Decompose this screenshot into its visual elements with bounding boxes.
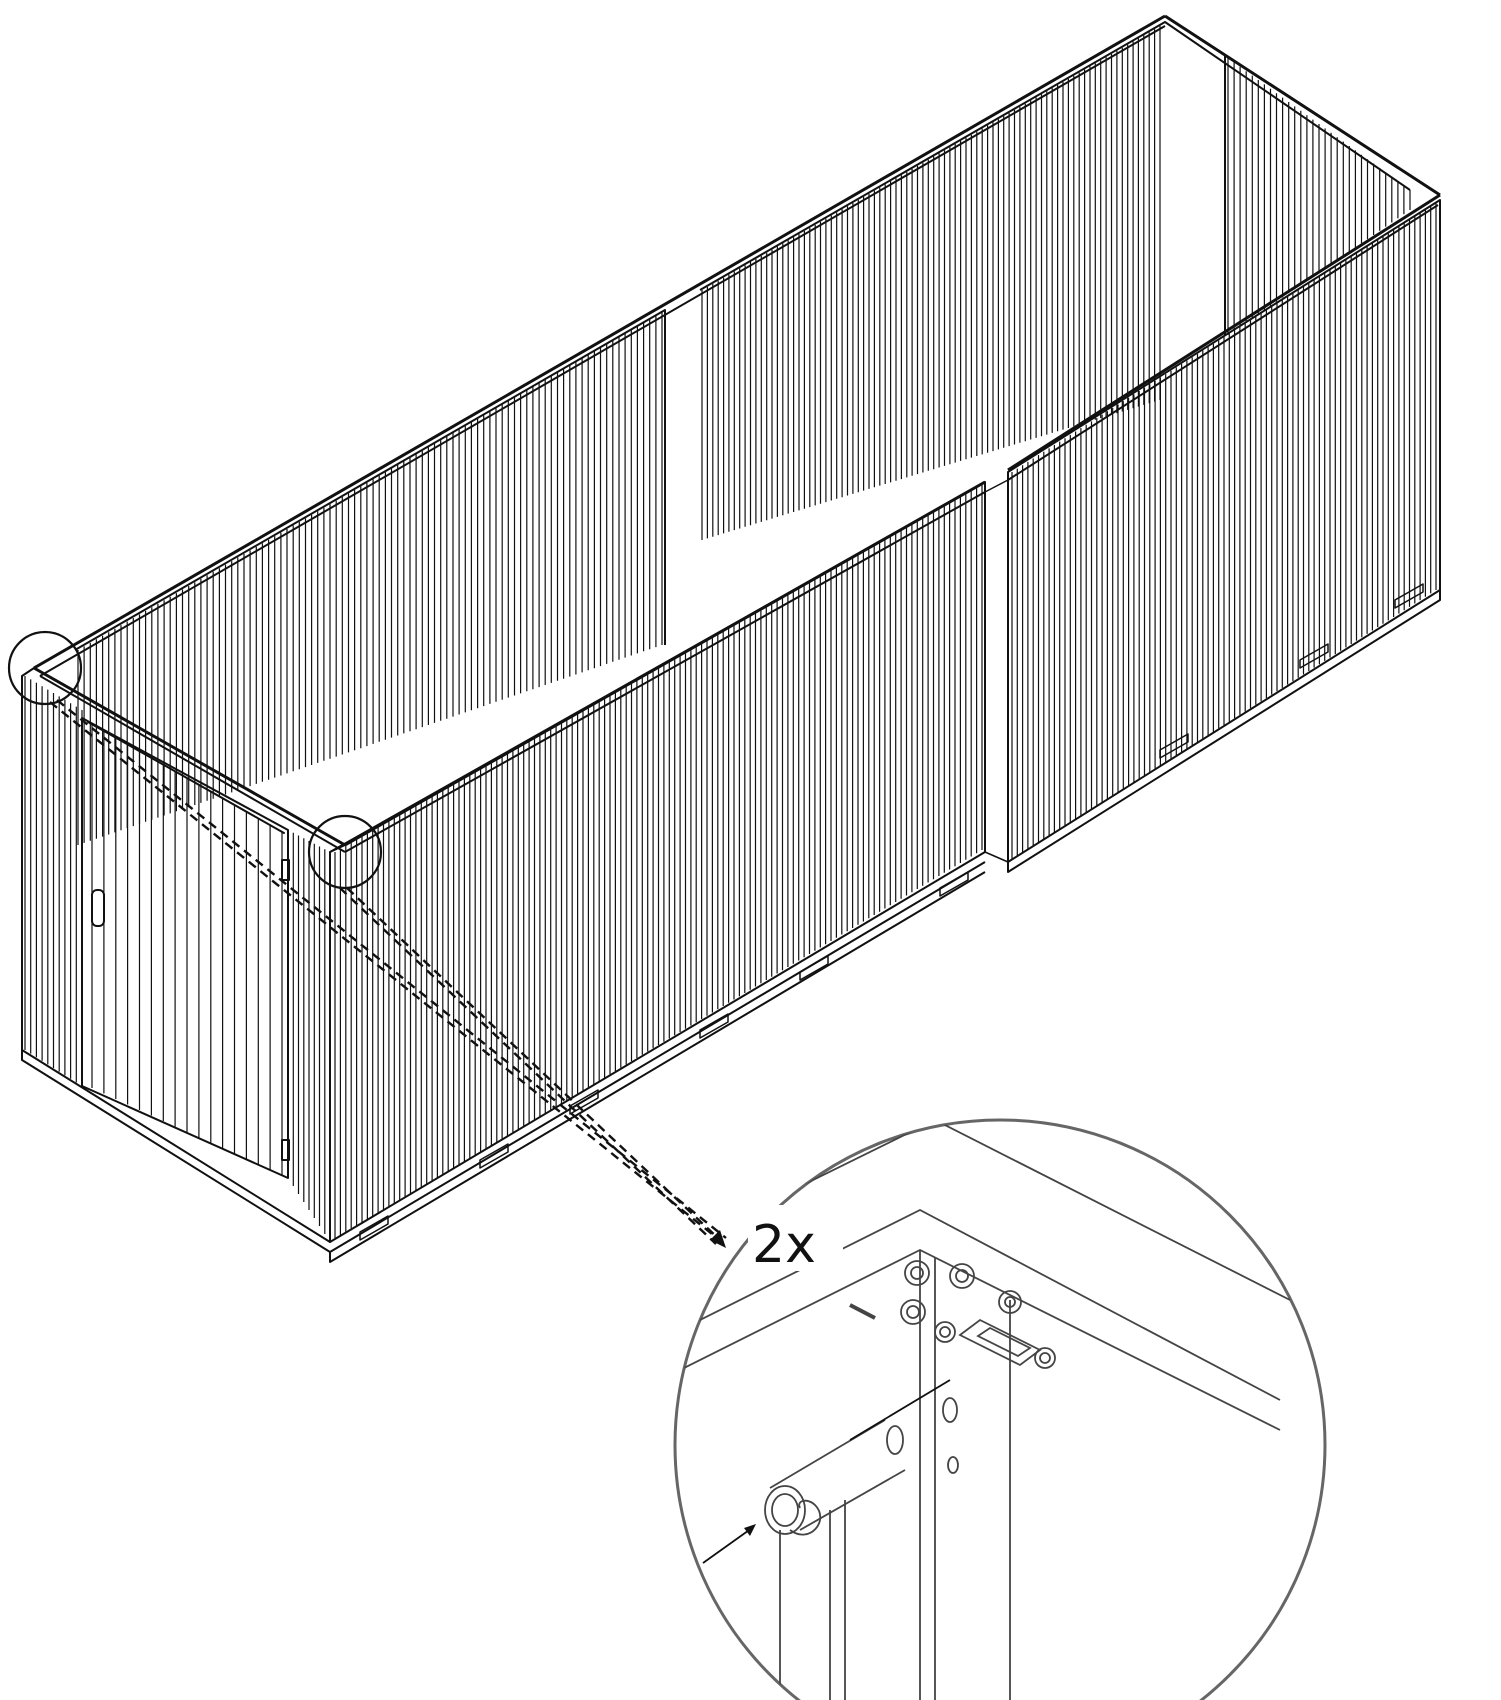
leader-arrow-icon (710, 1230, 726, 1248)
detail-view: 2x (673, 1118, 1327, 1700)
back-wall-right-panels (701, 26, 1161, 540)
base-foot (799, 955, 829, 981)
right-end-wall-panels (1227, 58, 1411, 335)
corner-highlight-front (307, 814, 383, 890)
base-foot (359, 1215, 389, 1241)
base-foot (1299, 643, 1329, 669)
corner-callouts (7, 630, 727, 1248)
base-foot (699, 1013, 729, 1039)
base-foot (479, 1143, 509, 1169)
door-handle-icon (91, 889, 105, 927)
base-foot (1394, 583, 1424, 609)
arrow-icon (702, 1379, 951, 1564)
base-feet (359, 583, 1424, 1241)
base-rail (21, 590, 1441, 1263)
base-foot (1159, 733, 1189, 759)
door (81, 717, 290, 1179)
leader-lines (49, 699, 727, 1245)
bolt-icon (900, 1260, 1056, 1369)
base-foot (939, 871, 969, 897)
corner-highlight-left (7, 630, 83, 706)
front-wall-right-panels (1011, 202, 1437, 860)
container-assembly (21, 14, 1441, 1263)
front-wall-left-panels (334, 485, 983, 1240)
base-foot (569, 1089, 599, 1115)
back-wall-left-panels (77, 312, 663, 845)
wall-gap (984, 479, 1009, 863)
quantity-label: 2x (752, 1215, 816, 1275)
